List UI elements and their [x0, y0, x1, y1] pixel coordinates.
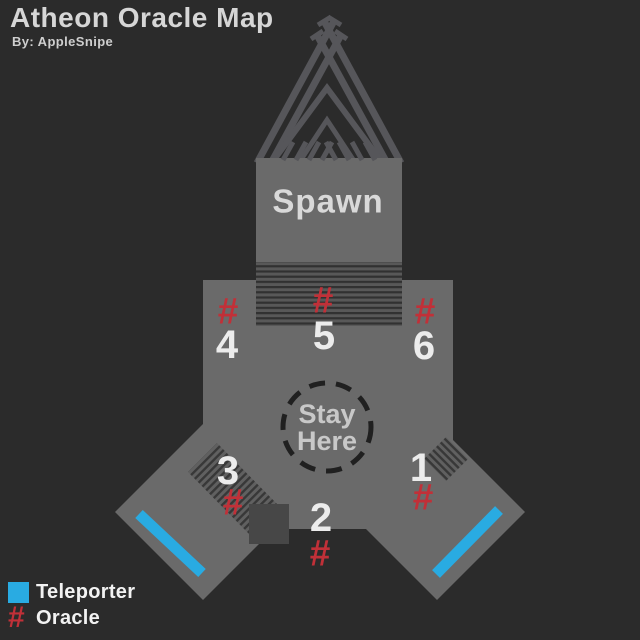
stay-here-circle [280, 380, 374, 474]
author-byline: By: AppleSnipe [12, 34, 114, 49]
oracle-marker-6: # 6 [413, 291, 435, 369]
legend-row-oracle: # Oracle [8, 601, 135, 634]
spawn-label: Spawn [272, 183, 383, 220]
legend-teleporter-label: Teleporter [36, 580, 136, 603]
oracle-marker-4: # 4 [216, 291, 239, 368]
spawn-room [256, 158, 402, 262]
oracle-3-number: 3 [217, 449, 239, 493]
stay-here-label-line2: Here [297, 426, 357, 456]
oracle-marker-3: 3 # [217, 449, 243, 523]
oracle-marker-1: 1 # [410, 446, 433, 518]
teleporter-swatch-icon [8, 581, 29, 603]
arena-floor [115, 280, 525, 600]
oracle-hash-icon: # [8, 601, 25, 634]
oracle-2-hash-icon: # [310, 533, 331, 574]
oracle-5-hash-icon: # [313, 280, 334, 321]
legend-oracle-label: Oracle [36, 606, 101, 629]
oracle-1-number: 1 [410, 446, 432, 490]
oracle-2-number: 2 [310, 496, 332, 540]
oracle-1-hash-icon: # [413, 477, 434, 518]
oracle-5-number: 5 [313, 314, 335, 358]
stay-here-label-line1: Stay [298, 399, 355, 429]
spawn-roof-hatch-icon [280, 140, 378, 162]
right-wing-stairs [424, 437, 468, 481]
page-title: Atheon Oracle Map [10, 2, 274, 33]
right-teleporter [432, 506, 503, 578]
spawn-stairs [256, 262, 402, 326]
spawn-tent-lines-icon [253, 14, 405, 165]
left-teleporter [135, 509, 206, 578]
oracle-marker-2: 2 # [310, 496, 332, 574]
oracle-4-number: 4 [216, 323, 239, 367]
legend-row-teleporter: Teleporter [8, 579, 135, 605]
map-legend: Teleporter # Oracle [8, 579, 135, 634]
oracle-3-hash-icon: # [223, 482, 244, 523]
left-wing-block [249, 504, 289, 544]
oracle-6-hash-icon: # [415, 291, 436, 332]
oracle-6-number: 6 [413, 324, 435, 368]
oracle-4-hash-icon: # [218, 291, 239, 332]
oracle-marker-5: # 5 [313, 280, 335, 359]
